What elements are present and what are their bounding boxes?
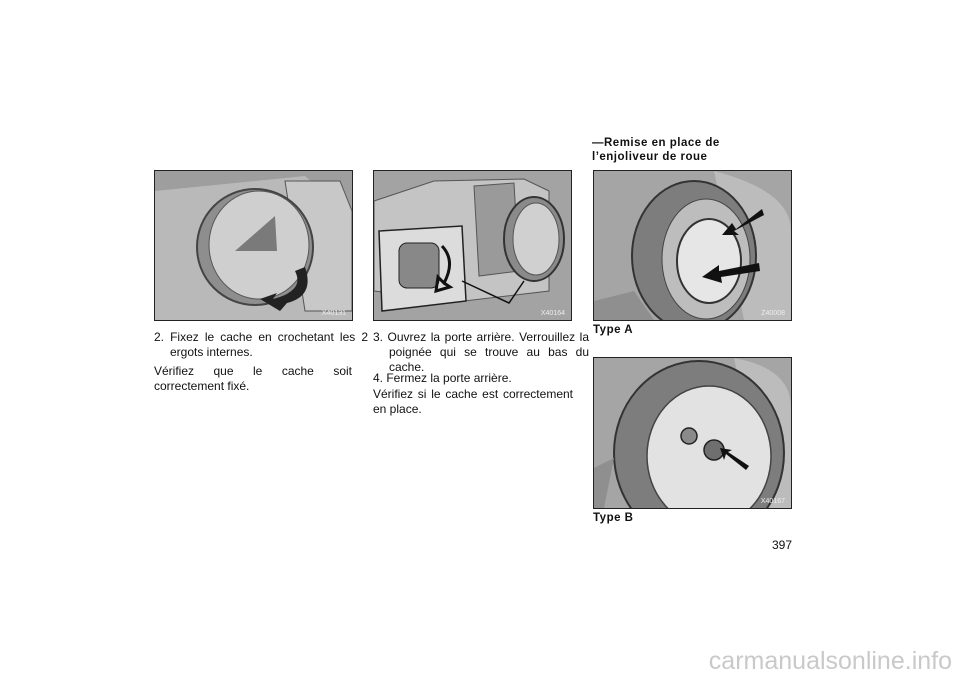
- caption-type-b: Type B: [593, 512, 634, 524]
- caption-type-a: Type A: [593, 324, 634, 336]
- figure-code: X40164: [540, 310, 565, 317]
- note-text: Vérifiez que le cache soit correctement …: [154, 364, 352, 393]
- figure-rear-door-lock: X40164: [373, 170, 572, 321]
- watermark-text: carmanualsonline.info: [708, 647, 952, 675]
- spare-tire-cover-illustration: [155, 171, 352, 320]
- figure-code: Z40008: [761, 310, 785, 317]
- figure-code: X40131: [321, 310, 346, 317]
- step-4-text: 4. Fermez la porte arrière.: [373, 371, 512, 385]
- section-heading: —Remise en place de l’enjoliveur de roue: [592, 137, 720, 163]
- note-text: Vérifiez si le cache est correctement en…: [373, 387, 573, 416]
- page-number: 397: [772, 538, 793, 552]
- figure-wheel-cap-type-a: Z40008: [593, 170, 792, 321]
- step-2-text: 2. Fixez le cache en crochetant les 2 er…: [154, 330, 368, 359]
- wheel-cap-type-b-illustration: [594, 358, 791, 508]
- wheel-cap-type-a-illustration: [594, 171, 791, 320]
- figure-code: X40167: [760, 498, 785, 505]
- step-3-text: 3. Ouvrez la porte arrière. Verrouillez …: [373, 330, 589, 374]
- rear-door-lock-illustration: [374, 171, 571, 320]
- figure-spare-tire-cover: X40131: [154, 170, 353, 321]
- figure-wheel-cap-type-b: X40167: [593, 357, 792, 509]
